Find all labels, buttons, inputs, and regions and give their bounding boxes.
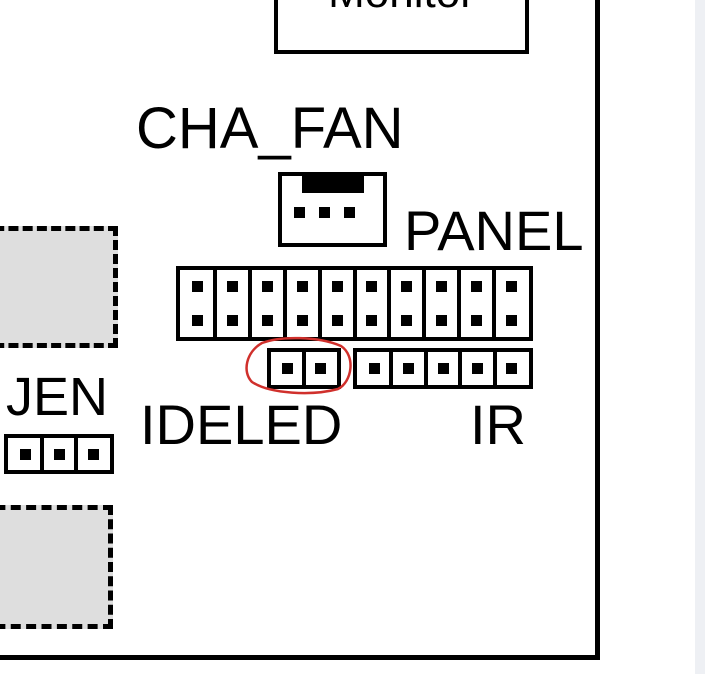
header-pin bbox=[471, 363, 483, 374]
header-pin bbox=[296, 281, 308, 292]
header-pin bbox=[296, 315, 308, 326]
page-edge-strip bbox=[695, 0, 705, 674]
left-component-lower bbox=[0, 505, 113, 629]
panel-header bbox=[176, 266, 533, 341]
cha-fan-connector bbox=[278, 172, 387, 247]
header-pin bbox=[471, 281, 483, 292]
header-pin bbox=[506, 363, 518, 374]
header-pin bbox=[331, 281, 343, 292]
header-pin bbox=[261, 315, 273, 326]
header-divider bbox=[423, 352, 428, 385]
header-pin bbox=[226, 315, 238, 326]
header-divider bbox=[457, 270, 462, 337]
left-component-upper bbox=[0, 226, 118, 348]
header-pin bbox=[366, 315, 378, 326]
header-pin bbox=[368, 363, 380, 374]
header-divider bbox=[422, 270, 427, 337]
header-pin bbox=[366, 281, 378, 292]
header-pin bbox=[401, 281, 413, 292]
header-pin bbox=[19, 448, 31, 460]
header-divider bbox=[389, 352, 394, 385]
header-divider bbox=[40, 438, 44, 470]
header-pin bbox=[401, 315, 413, 326]
header-divider bbox=[317, 270, 322, 337]
header-pin bbox=[506, 315, 518, 326]
header-pin bbox=[191, 315, 203, 326]
header-pin bbox=[436, 281, 448, 292]
header-pin bbox=[282, 363, 293, 374]
header-divider bbox=[74, 438, 78, 470]
header-pin bbox=[437, 363, 449, 374]
header-pin bbox=[403, 363, 415, 374]
header-divider bbox=[282, 270, 287, 337]
header-pin bbox=[191, 281, 203, 292]
header-pin bbox=[436, 315, 448, 326]
header-pin bbox=[331, 315, 343, 326]
header-divider bbox=[492, 270, 497, 337]
monitor-label: Monitor bbox=[278, 0, 525, 18]
jen-label: JEN bbox=[6, 367, 109, 427]
ir-label: IR bbox=[470, 393, 526, 456]
connector-pin bbox=[294, 207, 305, 218]
header-pin bbox=[53, 448, 65, 460]
connector-key bbox=[302, 176, 364, 193]
header-pin bbox=[506, 281, 518, 292]
header-pin bbox=[226, 281, 238, 292]
ideled-header bbox=[267, 348, 341, 389]
connector-pin bbox=[344, 207, 355, 218]
connector-pin bbox=[319, 207, 330, 218]
header-divider bbox=[458, 352, 463, 385]
header-pin bbox=[87, 448, 99, 460]
ideled-label: IDELED bbox=[140, 393, 343, 456]
header-pin bbox=[315, 363, 326, 374]
header-divider bbox=[212, 270, 217, 337]
header-divider bbox=[387, 270, 392, 337]
header-pin bbox=[471, 315, 483, 326]
cha-fan-label: CHA_FAN bbox=[136, 96, 404, 161]
jen-header bbox=[4, 434, 114, 474]
header-divider bbox=[247, 270, 252, 337]
monitor-component: Monitor bbox=[274, 0, 529, 54]
panel-label: PANEL bbox=[404, 199, 584, 262]
header-divider bbox=[302, 352, 306, 385]
header-divider bbox=[352, 270, 357, 337]
ir-header bbox=[353, 348, 533, 389]
header-divider bbox=[492, 352, 497, 385]
header-pin bbox=[261, 281, 273, 292]
